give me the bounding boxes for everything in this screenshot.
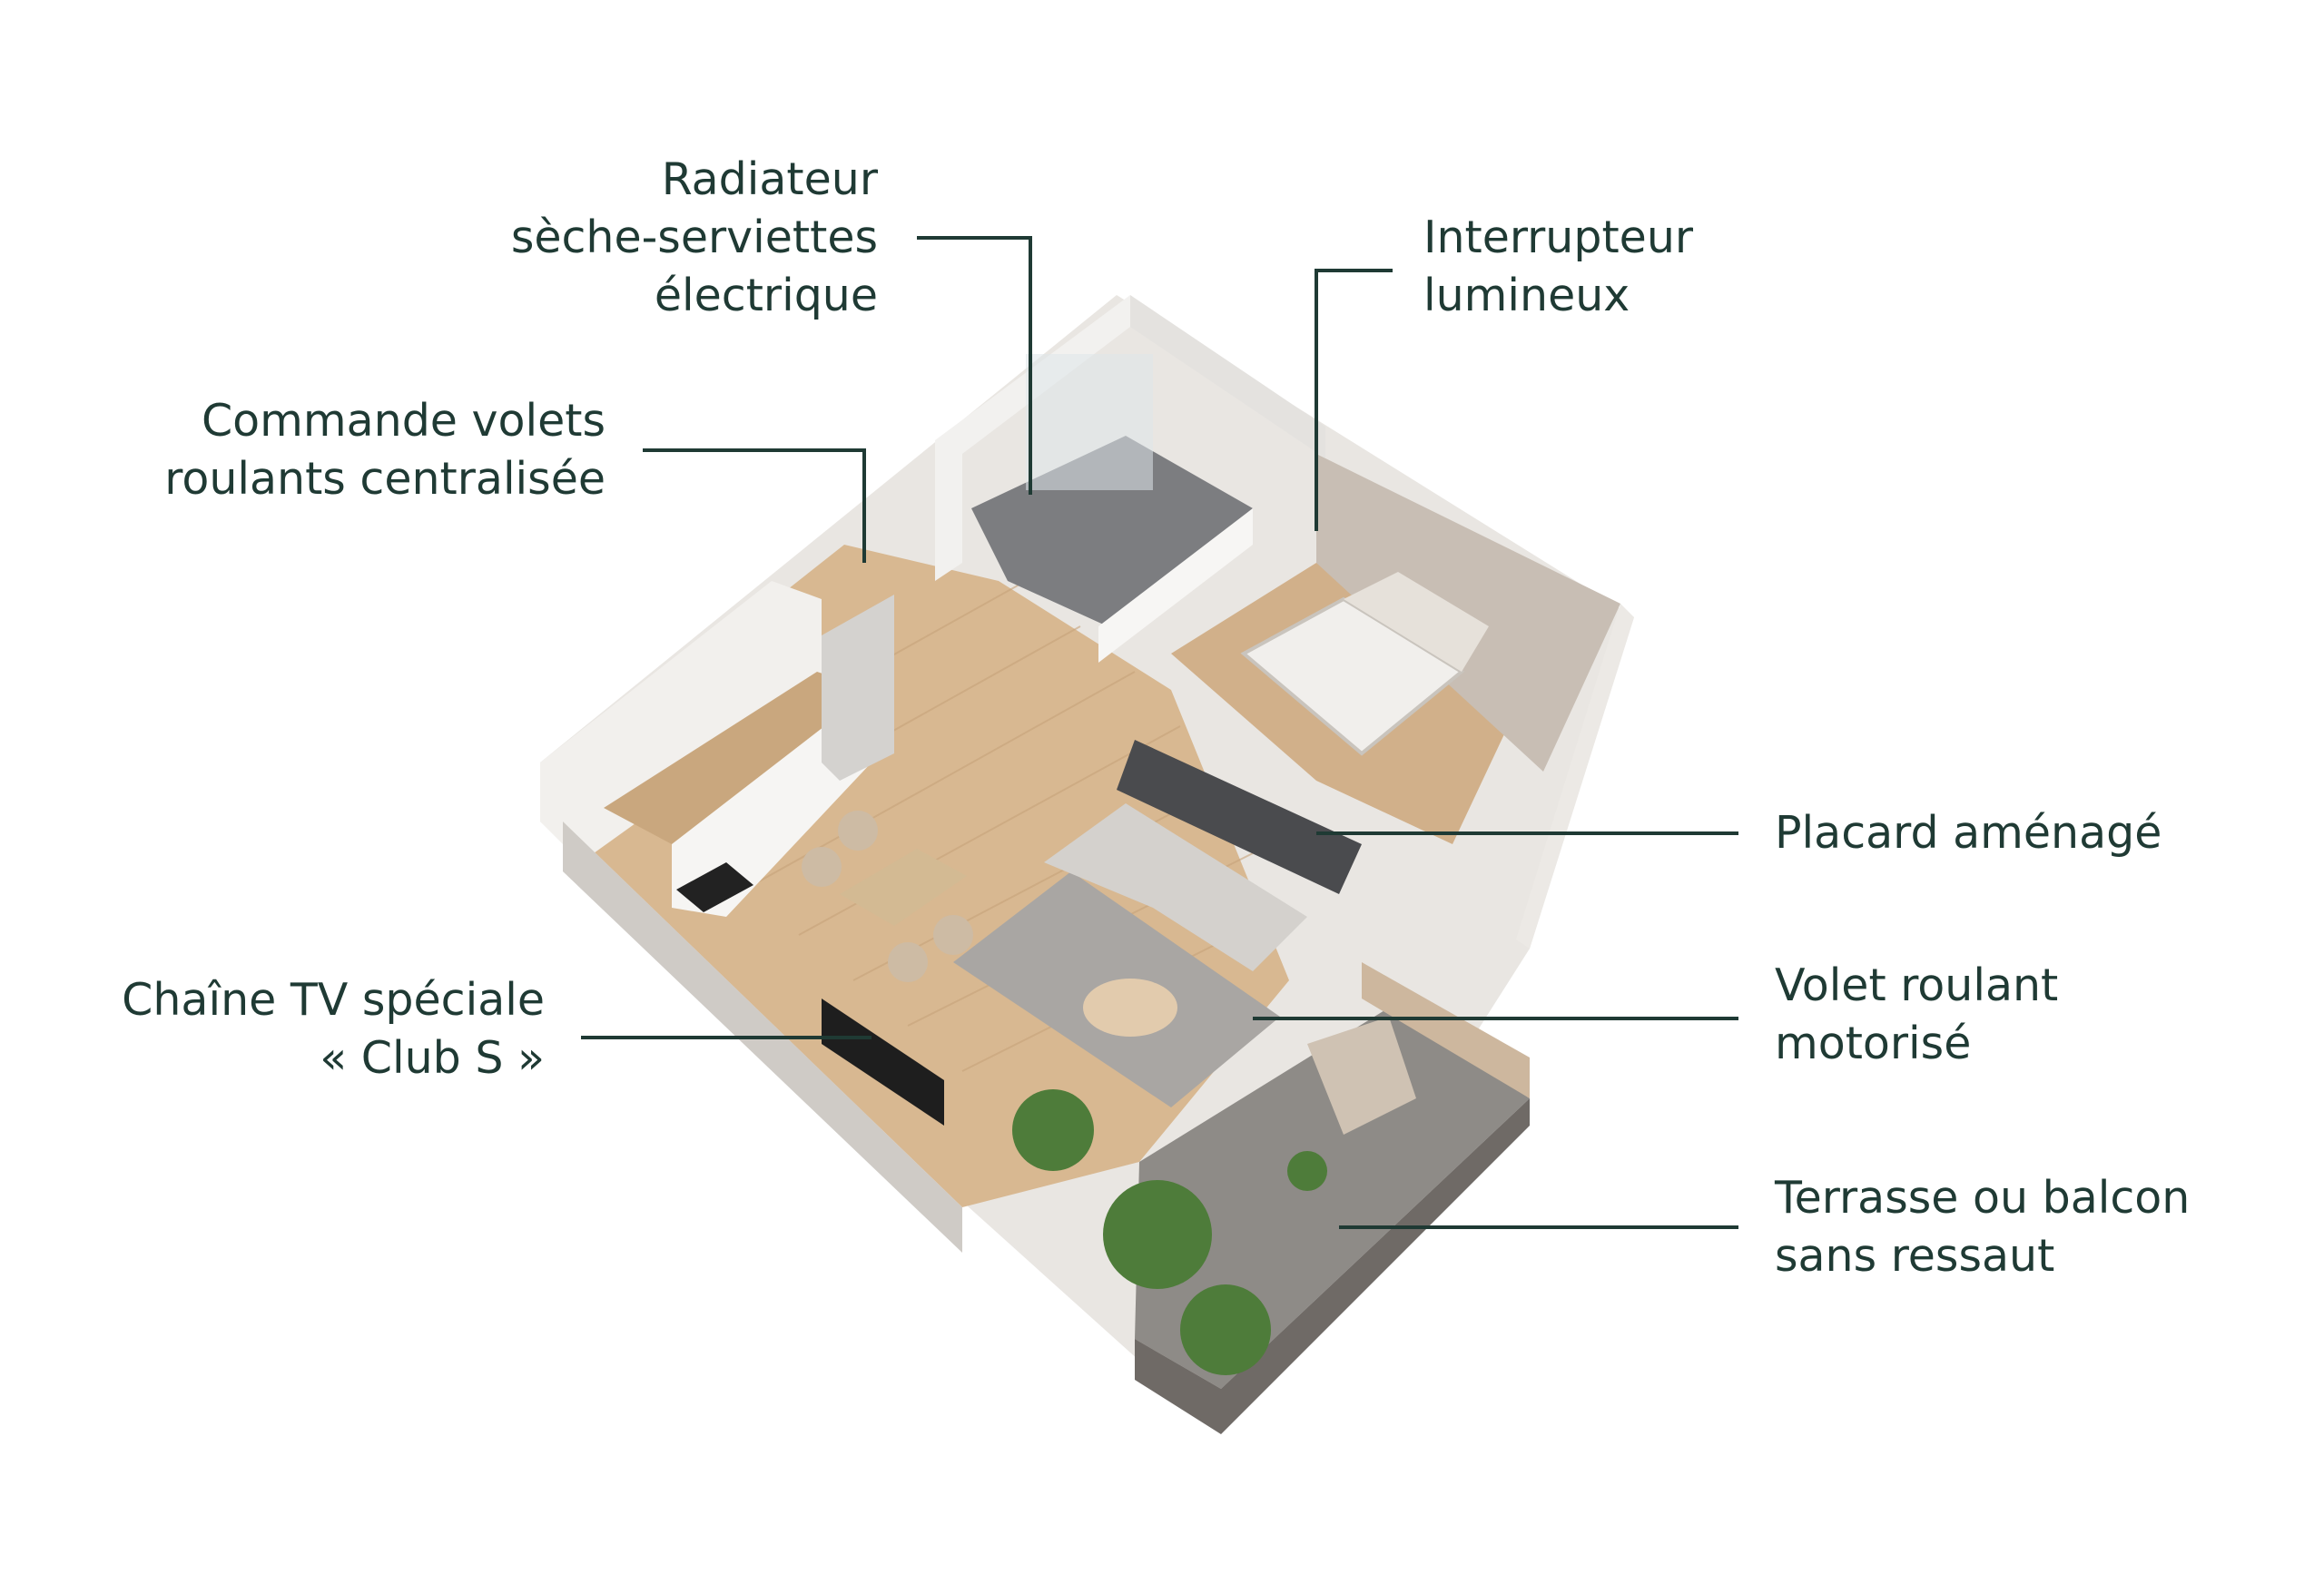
label-radiateur-line-3: électrique — [654, 270, 878, 321]
label-radiateur-line-1: Radiateur — [661, 153, 878, 205]
label-placard-line-1: Placard aménagé — [1775, 807, 2162, 859]
label-placard: Placard aménagé — [1775, 804, 2162, 862]
dining-table — [840, 849, 967, 926]
label-terrasse-line-1: Terrasse ou balcon — [1775, 1172, 2191, 1224]
label-volet-line-2: motorisé — [1775, 1018, 1972, 1069]
label-chaine-line-1: Chaîne TV spéciale — [122, 974, 545, 1026]
label-volet-line-1: Volet roulant — [1775, 959, 2059, 1011]
kitchen-wall — [540, 581, 822, 862]
label-commande: Commande volets roulants centralisée — [164, 392, 606, 508]
leader-line-interrupteur — [1315, 269, 1393, 531]
sofa — [1044, 803, 1307, 971]
leader-line-radiateur — [917, 236, 1032, 495]
label-terrasse: Terrasse ou balcon sans ressaut — [1775, 1169, 2190, 1285]
tv — [822, 999, 944, 1126]
label-interrupteur-line-1: Interrupteur — [1423, 212, 1694, 263]
bathroom-shower-glass — [1026, 354, 1153, 490]
refrigerator — [822, 595, 894, 781]
terrace-side-rail — [1362, 962, 1530, 1098]
label-chaine: Chaîne TV spéciale « Club S » — [122, 971, 545, 1087]
label-radiateur-line-2: sèche-serviettes — [510, 212, 878, 263]
bed-pillows — [1344, 572, 1489, 672]
dining-chairs — [802, 811, 973, 982]
label-commande-line-2: roulants centralisée — [164, 453, 606, 505]
coffee-table — [1083, 979, 1177, 1037]
terrace-armchair — [1307, 1017, 1416, 1135]
terrace-railing — [1135, 1098, 1530, 1434]
label-chaine-line-2: « Club S » — [320, 1032, 545, 1084]
label-interrupteur: Interrupteur lumineux — [1423, 209, 1693, 325]
bedroom-wall — [1316, 454, 1620, 772]
plants — [1012, 1089, 1327, 1375]
label-commande-line-1: Commande volets — [201, 395, 606, 447]
leader-line-commande — [643, 448, 866, 563]
label-terrasse-line-2: sans ressaut — [1775, 1230, 2055, 1282]
label-volet: Volet roulant motorisé — [1775, 957, 2058, 1073]
bathroom-wall-back — [1130, 295, 1325, 458]
outer-wall-right — [1516, 604, 1634, 949]
bathroom-wall-left — [935, 295, 1130, 581]
cooktop — [676, 862, 753, 912]
bathroom-partition — [1098, 508, 1253, 663]
label-radiateur: Radiateur sèche-serviettes électrique — [511, 151, 878, 325]
wardrobe — [1117, 740, 1362, 894]
label-interrupteur-line-2: lumineux — [1423, 270, 1630, 321]
kitchen-counter — [604, 672, 872, 844]
